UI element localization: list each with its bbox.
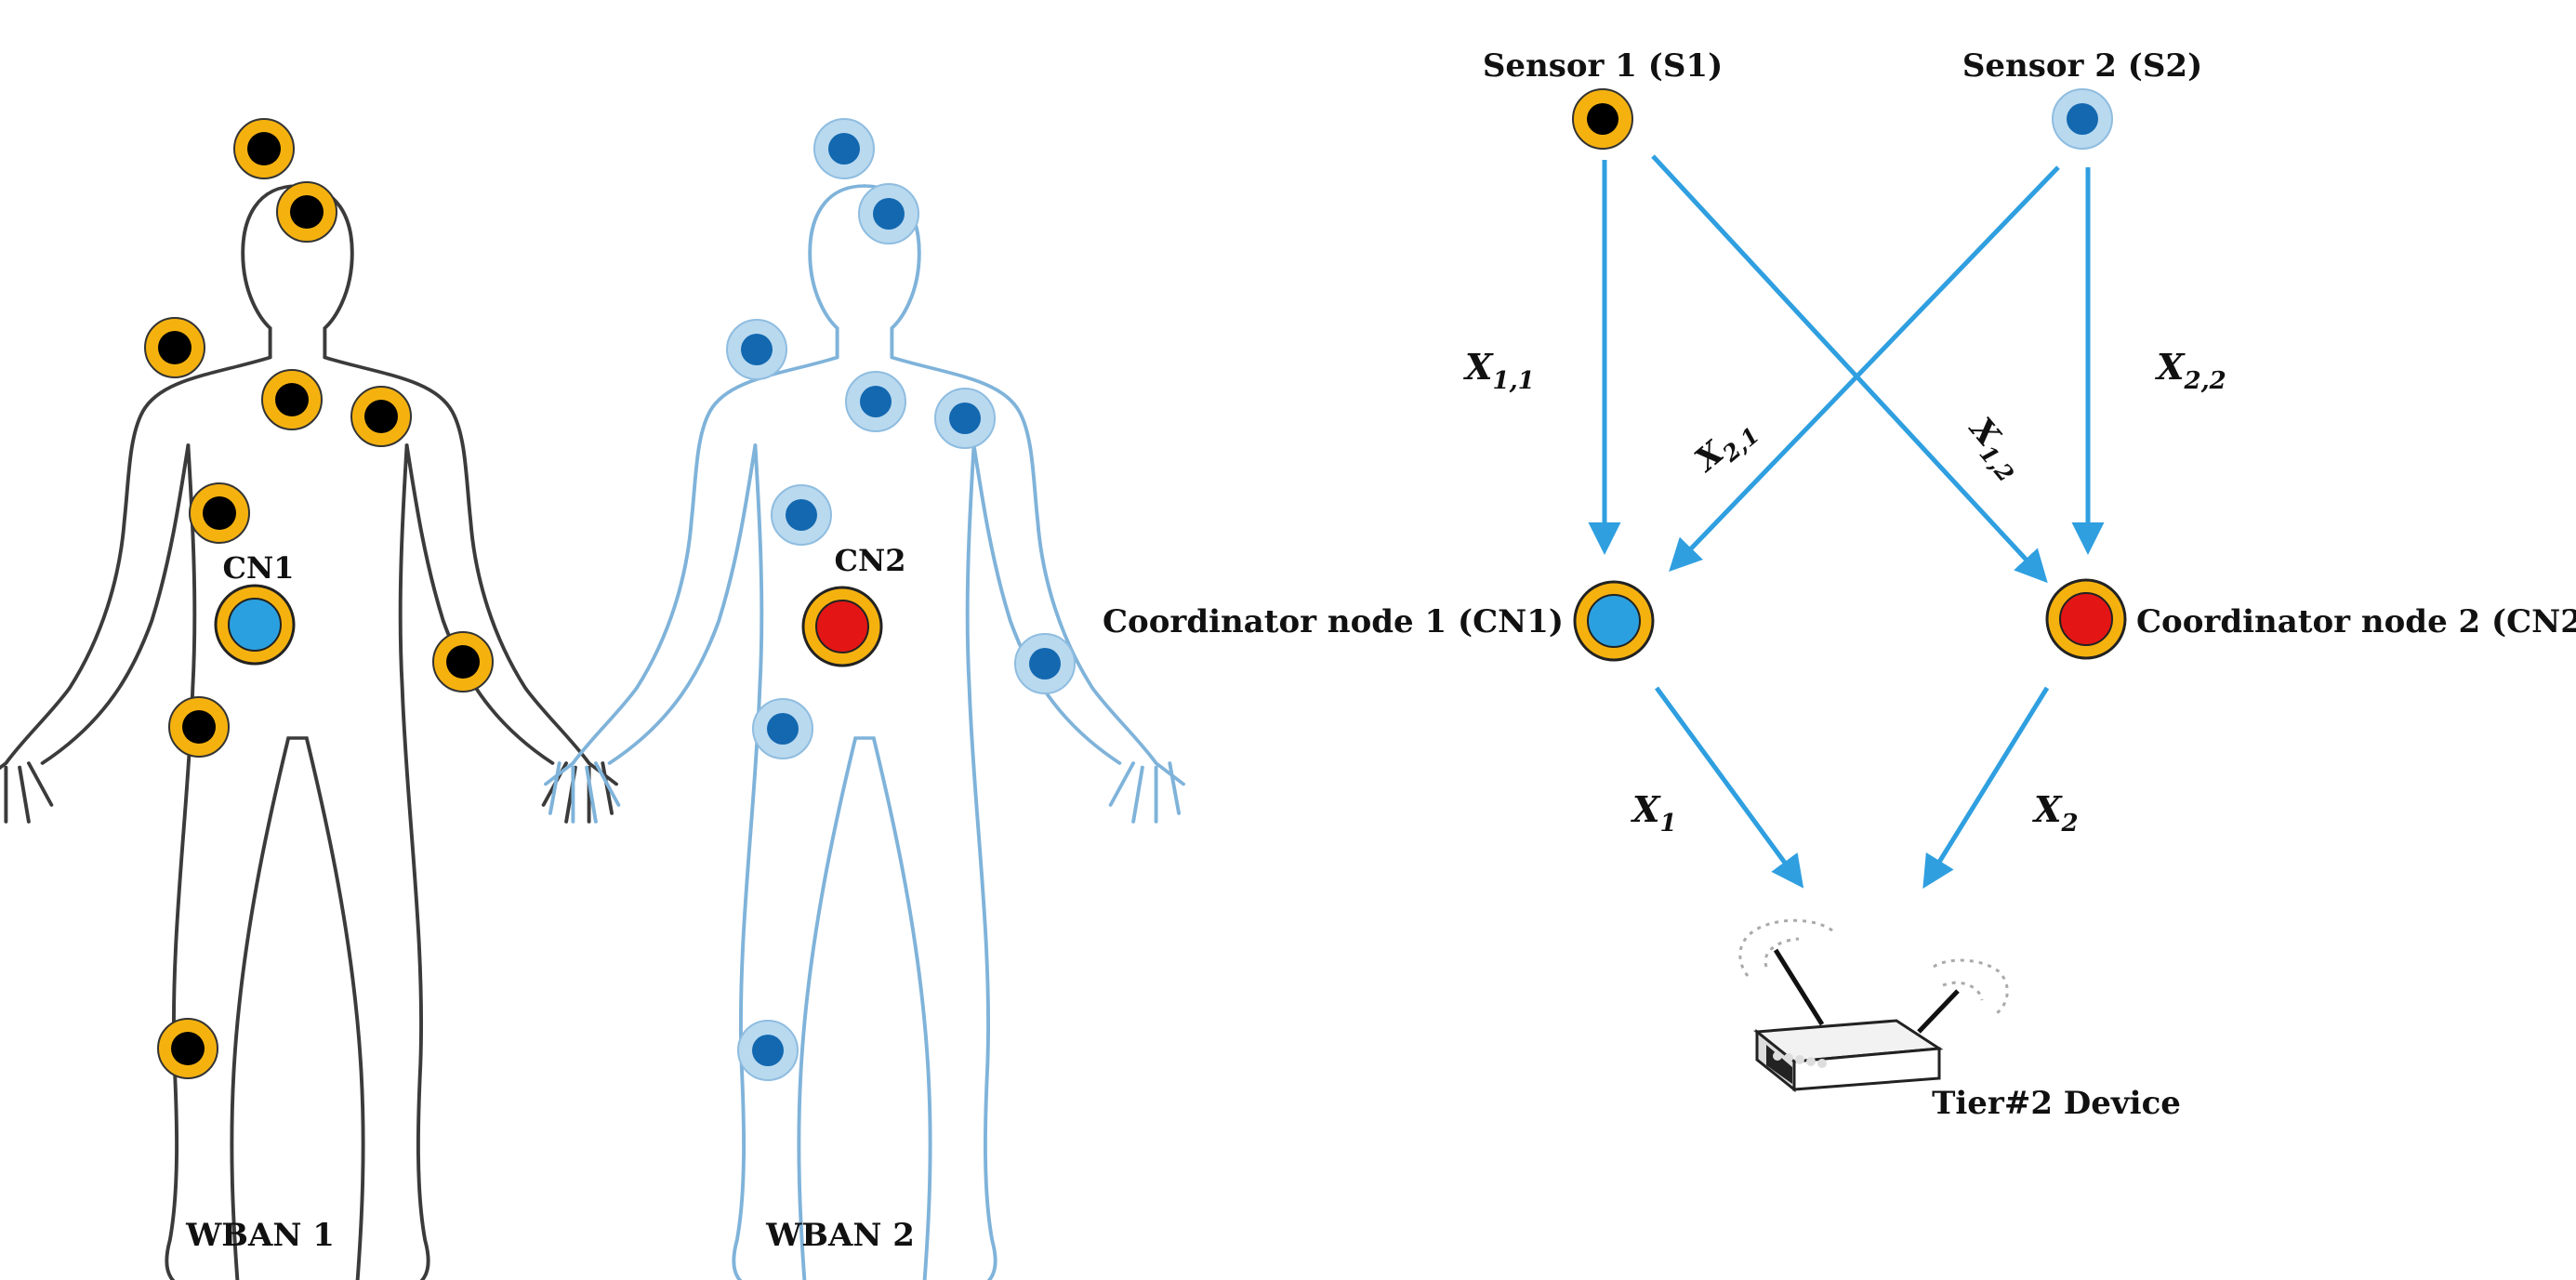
sensor-node <box>858 183 919 244</box>
wban1-label: WBAN 1 <box>185 1217 335 1254</box>
wban1-body <box>0 184 618 1280</box>
sensor-node <box>737 1020 799 1081</box>
sensor-node <box>726 319 787 380</box>
label-x1: X1 <box>1631 788 1677 838</box>
coordinator-node-1 <box>214 584 296 666</box>
router-icon <box>1738 918 2009 1093</box>
sensor-node <box>845 371 906 432</box>
sensor2-node <box>2052 88 2113 150</box>
sensor-node <box>752 698 813 759</box>
arrow-s2-cn1 <box>1669 165 2060 573</box>
wban2-label: WBAN 2 <box>765 1217 915 1254</box>
device-label: Tier#2 Device <box>1932 1085 2181 1122</box>
sensor1-node <box>1572 88 1633 150</box>
sensor-node <box>1014 633 1076 694</box>
cn2-body-label: CN2 <box>835 543 906 578</box>
cn1-body-label: CN1 <box>223 550 295 586</box>
wban1-sensors <box>144 118 494 1079</box>
label-x22: X2,2 <box>2155 346 2226 395</box>
sensor2-label: Sensor 2 (S2) <box>1962 47 2202 85</box>
sensor-node <box>261 369 323 430</box>
sensor-node <box>144 317 205 378</box>
wban2-body <box>544 184 1185 1280</box>
label-x2: X2 <box>2032 788 2079 838</box>
sensor-node <box>432 631 494 693</box>
sensor-node <box>813 118 875 179</box>
coordinator-node-2 <box>801 586 883 667</box>
arrow-s1-cn2 <box>1651 154 2048 584</box>
sensor-node <box>168 696 230 758</box>
cn2-label: Coordinator node 2 (CN2) <box>2136 603 2576 640</box>
sensor-node <box>934 388 996 449</box>
link-arrows <box>1588 154 2105 889</box>
sensor-node <box>157 1018 218 1079</box>
wban2-sensors <box>726 118 1076 1081</box>
sensor-node <box>350 386 412 447</box>
cn2-node <box>2045 578 2127 660</box>
sensor-node <box>233 118 295 179</box>
cn1-label: Coordinator node 1 (CN1) <box>1103 603 1564 640</box>
arrow-cn2-device <box>1922 686 2050 889</box>
sensor-node <box>771 484 832 546</box>
label-x11: X1,1 <box>1463 346 1535 395</box>
label-x21: X2,1 <box>1687 409 1764 483</box>
cn1-node <box>1573 580 1655 662</box>
arrow-cn1-device <box>1654 686 1804 889</box>
sensor1-label: Sensor 1 (S1) <box>1483 47 1723 85</box>
sensor-node <box>189 482 250 544</box>
sensor-node <box>276 181 337 243</box>
label-x12: X1,2 <box>1957 410 2031 487</box>
